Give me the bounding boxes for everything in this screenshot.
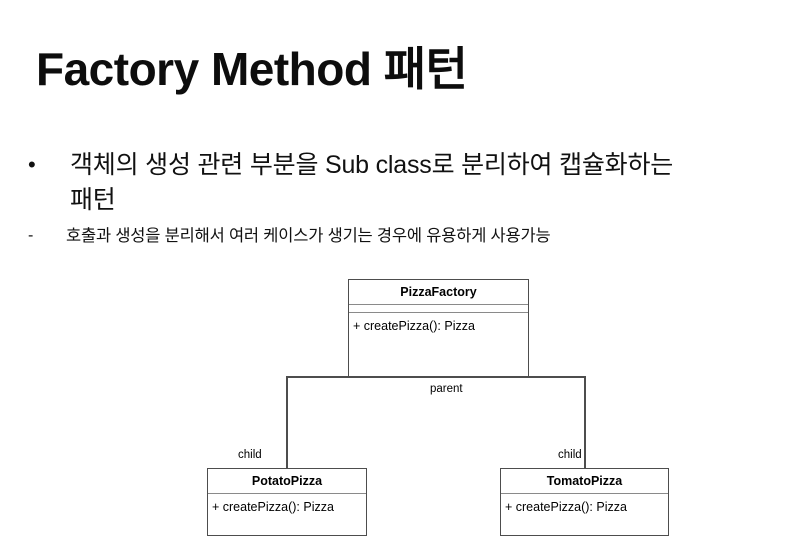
page-title: Factory Method 패턴 [36,43,468,95]
uml-operations-compartment: + createPizza(): Pizza [505,500,627,514]
bullet-marker-dot-icon: • [28,152,36,177]
bullet-level-2: - 호출과 생성을 분리해서 여러 케이스가 생기는 경우에 유용하게 사용가능 [28,224,768,248]
compartment-separator [208,493,366,494]
edge-label-child-left: child [236,449,264,462]
uml-operations-compartment: + createPizza(): Pizza [212,500,334,514]
uml-attributes-compartment [349,305,528,312]
edge-label-child-right: child [556,449,584,462]
uml-class-name: TomatoPizza [546,474,623,488]
uml-operations-compartment: + createPizza(): Pizza [353,319,475,333]
bullet-level-1: • 객체의 생성 관련 부분을 Sub class로 분리하여 캡슐화하는 패턴 [28,148,728,218]
compartment-separator [349,304,528,305]
bullet-level-2-text: 호출과 생성을 분리해서 여러 케이스가 생기는 경우에 유용하게 사용가능 [66,227,551,245]
uml-class-pizzafactory[interactable]: PizzaFactory + createPizza(): Pizza [348,279,529,377]
uml-class-potatopizza[interactable]: PotatoPizza + createPizza(): Pizza [207,468,367,536]
uml-class-name: PizzaFactory [400,285,477,299]
bullet-level-1-text: 객체의 생성 관련 부분을 Sub class로 분리하여 캡슐화하는 패턴 [70,151,674,214]
compartment-separator [349,312,528,313]
connector-drop-left [286,376,288,469]
edge-label-parent: parent [428,383,465,396]
uml-class-tomatopizza[interactable]: TomatoPizza + createPizza(): Pizza [500,468,669,536]
connector-drop-right [584,376,586,469]
compartment-separator [501,493,668,494]
uml-class-name: PotatoPizza [251,474,323,488]
bullet-marker-dash-icon: - [28,227,34,244]
